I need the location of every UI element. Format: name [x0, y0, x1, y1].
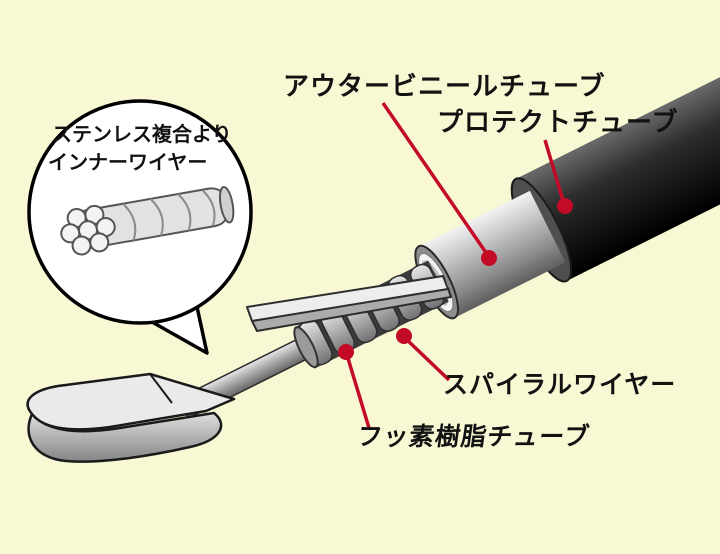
callout-lines: [345, 102, 566, 429]
label-fluoro-resin-tube: フッ素樹脂チューブ: [355, 423, 592, 451]
callout-dots: [338, 198, 573, 360]
label-outer-vinyl-tube: アウタービニールチューブ: [283, 71, 606, 101]
spiral-wire-end-cap: [293, 326, 319, 369]
callout-dot-protect: [557, 198, 573, 214]
label-spiral-wire: スパイラルワイヤー: [443, 371, 677, 399]
callout-dot-outer-vinyl: [481, 250, 497, 266]
protect-tube: [515, 44, 720, 281]
flat-inner-wire-strip: [246, 275, 452, 332]
callout-line-outer-vinyl: [381, 102, 491, 258]
callout-text-line1: ステンレス複合より: [52, 124, 232, 146]
strand-end-cluster: [60, 204, 116, 256]
metal-end-fitting: [26, 372, 236, 463]
callout-text-line2: インナーワイヤー: [48, 152, 208, 174]
callout-line-fluoro: [345, 354, 371, 429]
label-protect-tube: プロテクトチューブ: [437, 107, 679, 137]
callout-dot-spiral: [396, 328, 412, 344]
magnifier-callout: [27, 99, 253, 355]
callout-dot-fluoro: [338, 344, 354, 360]
callout-line-protect: [543, 139, 566, 205]
stranded-wire-closeup: [60, 185, 235, 256]
callout-line-spiral: [403, 336, 451, 382]
